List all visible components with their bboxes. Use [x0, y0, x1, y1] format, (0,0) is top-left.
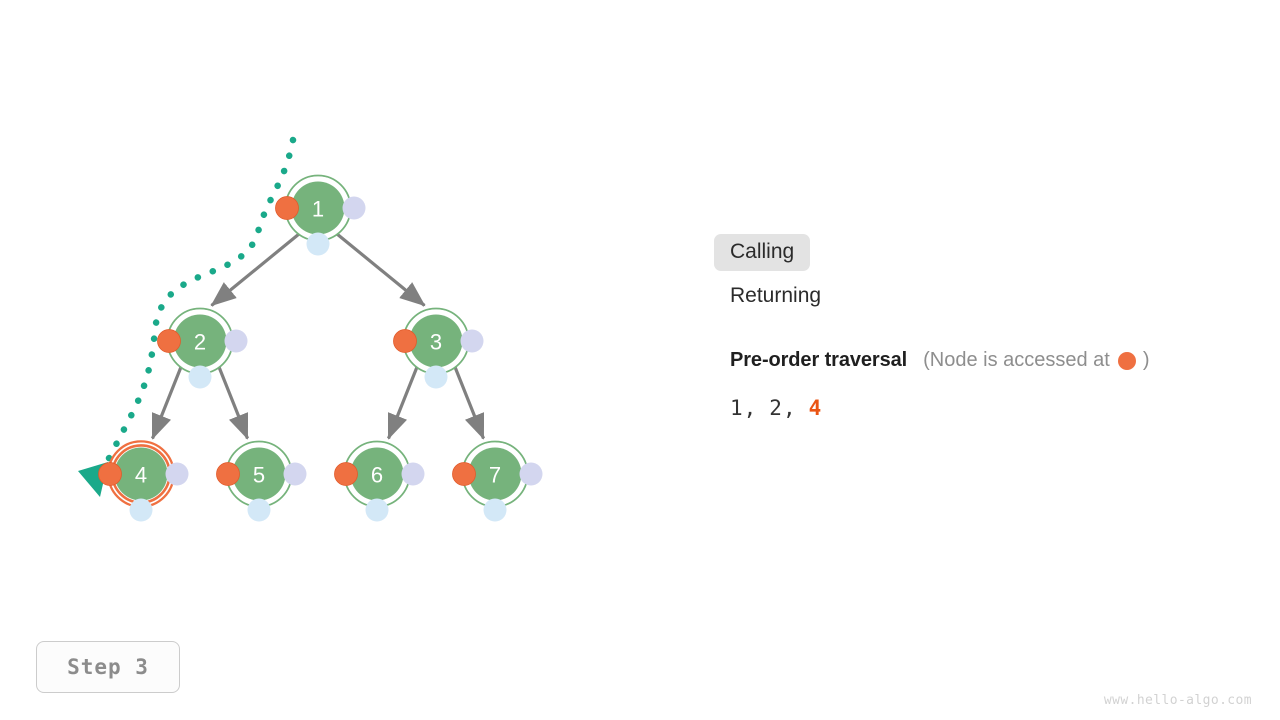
edge-2-4 [151, 366, 183, 440]
state-row-calling: Calling [714, 230, 1254, 274]
tree-node-3[interactable]: 3 [393, 307, 484, 389]
edge-1-3 [335, 232, 426, 307]
state-row-returning: Returning [714, 274, 1254, 318]
node-body [173, 314, 227, 368]
node-port-bottom [483, 498, 507, 522]
sequence-item-2: 4 [808, 396, 823, 420]
node-port-bottom [247, 498, 271, 522]
node-body [409, 314, 463, 368]
node-port-right [460, 329, 484, 353]
node-port-left-access-marker [98, 462, 122, 486]
tree-node-5[interactable]: 5 [216, 440, 307, 522]
tree-node-1[interactable]: 1 [275, 174, 366, 256]
node-label: 6 [371, 463, 383, 488]
node-port-left-access-marker [216, 462, 240, 486]
tree-node-7[interactable]: 7 [452, 440, 543, 522]
node-port-left-access-marker [275, 196, 299, 220]
state-chip-returning[interactable]: Returning [730, 283, 822, 307]
tree-nodes: 1 2 3 4 5 6 7 [98, 174, 543, 522]
node-label: 2 [194, 330, 206, 355]
node-label: 1 [312, 197, 324, 222]
edge-3-6 [387, 366, 419, 440]
binary-tree-figure: 1 2 3 4 5 6 7 [78, 136, 543, 522]
node-port-left-access-marker [393, 329, 417, 353]
info-panel: Calling Returning Pre-order traversal (N… [714, 230, 1254, 420]
step-badge: Step 3 [36, 641, 180, 693]
orange-dot-icon [1117, 352, 1136, 370]
node-body [232, 447, 286, 501]
edge-2-5 [217, 366, 249, 440]
traversal-legend: Pre-order traversal (Node is accessed at… [714, 347, 1254, 373]
tree-node-2[interactable]: 2 [157, 307, 248, 389]
node-port-bottom [129, 498, 153, 522]
state-chip-calling[interactable]: Calling [714, 233, 811, 271]
node-port-bottom [188, 365, 212, 389]
sequence-item-0: 1, [730, 396, 758, 420]
legend-note-suffix: ) [1142, 348, 1150, 371]
edge-1-2 [210, 232, 301, 307]
tree-node-6[interactable]: 6 [334, 440, 425, 522]
traversal-legend-note: (Node is accessed at ) [923, 349, 1149, 372]
node-port-right [165, 462, 189, 486]
legend-note-prefix: (Node is accessed at [923, 348, 1110, 371]
node-label: 7 [489, 463, 501, 488]
node-port-right [519, 462, 543, 486]
node-port-right [342, 196, 366, 220]
node-port-right [283, 462, 307, 486]
node-label: 3 [430, 330, 442, 355]
node-port-bottom [306, 232, 330, 256]
node-port-right [401, 462, 425, 486]
sequence-item-1: 2, [769, 396, 797, 420]
node-port-left-access-marker [157, 329, 181, 353]
edge-3-7 [453, 366, 485, 440]
node-label: 4 [135, 463, 147, 488]
traversal-legend-title: Pre-order traversal [730, 348, 908, 371]
state-list: Calling Returning [714, 230, 1254, 318]
node-body [114, 447, 168, 501]
node-body [291, 181, 345, 235]
recursion-path-line [99, 136, 297, 474]
watermark: www.hello-algo.com [1103, 693, 1252, 708]
node-port-bottom [424, 365, 448, 389]
tree-node-4[interactable]: 4 [98, 440, 189, 522]
node-port-left-access-marker [452, 462, 476, 486]
node-label: 5 [253, 463, 265, 488]
tree-edges [151, 232, 485, 440]
node-body [468, 447, 522, 501]
node-body [350, 447, 404, 501]
node-port-right [224, 329, 248, 353]
node-port-left-access-marker [334, 462, 358, 486]
traversal-sequence: 1, 2, 4 [714, 396, 1254, 420]
node-port-bottom [365, 498, 389, 522]
